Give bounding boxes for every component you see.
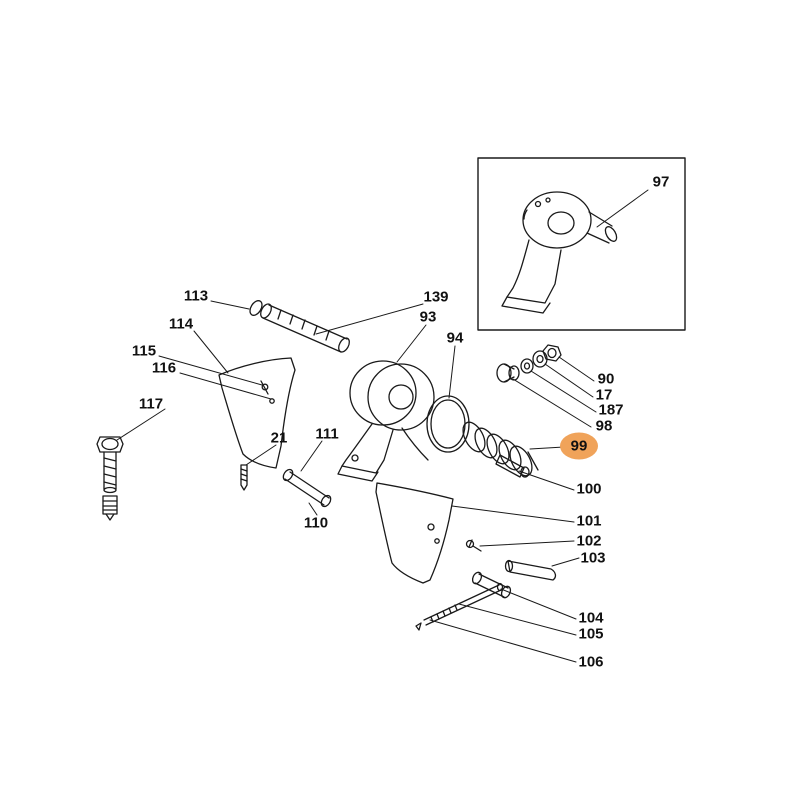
- part-100-pin: [495, 454, 530, 478]
- part-110-rod: [282, 468, 332, 508]
- part-label-105[interactable]: 105: [578, 625, 604, 643]
- part-114-plate: [218, 357, 296, 469]
- part-label-114[interactable]: 114: [168, 315, 194, 333]
- part-label-103[interactable]: 103: [580, 549, 606, 567]
- part-label-101[interactable]: 101: [576, 512, 602, 530]
- part-label-113[interactable]: 113: [183, 287, 209, 305]
- part-99-spring: [462, 421, 539, 477]
- part-label-104[interactable]: 104: [578, 609, 604, 627]
- part-label-106[interactable]: 106: [578, 653, 604, 671]
- part-label-99-highlighted[interactable]: 99: [560, 432, 598, 460]
- part-label-139[interactable]: 139: [423, 288, 449, 306]
- part-21-pin: [240, 464, 248, 491]
- part-117-bolt: [96, 436, 124, 521]
- part-label-17[interactable]: 17: [595, 386, 613, 404]
- part-98-sleeve: [496, 363, 520, 383]
- part-139-shaft: [260, 303, 350, 353]
- part-101-plate: [375, 482, 454, 584]
- part-93-housing: [337, 360, 435, 482]
- part-17-washer: [532, 350, 548, 368]
- part-label-116[interactable]: 116: [151, 359, 177, 377]
- part-label-115[interactable]: 115: [131, 342, 157, 360]
- part-label-111[interactable]: 111: [315, 425, 339, 443]
- part-97-bracket: [501, 191, 618, 314]
- part-label-90[interactable]: 90: [597, 370, 615, 388]
- part-label-94[interactable]: 94: [446, 329, 464, 347]
- part-90-nut: [542, 344, 562, 362]
- part-106-rod: [415, 582, 504, 631]
- part-label-93[interactable]: 93: [419, 308, 437, 326]
- part-label-117[interactable]: 117: [138, 395, 164, 413]
- part-label-98[interactable]: 98: [595, 417, 613, 435]
- part-label-21[interactable]: 21: [270, 429, 288, 447]
- part-label-187[interactable]: 187: [598, 401, 624, 419]
- part-102-screw: [465, 539, 482, 552]
- part-label-110[interactable]: 110: [303, 514, 329, 532]
- part-label-102[interactable]: 102: [576, 532, 602, 550]
- part-label-97[interactable]: 97: [652, 173, 670, 191]
- part-187-washer: [520, 358, 534, 374]
- part-label-100[interactable]: 100: [576, 480, 602, 498]
- part-94-oring: [426, 395, 470, 453]
- part-103-lever: [504, 559, 557, 581]
- leader-lines: [116, 189, 649, 663]
- part-113-clip: [249, 300, 263, 316]
- inset-box: [477, 157, 686, 331]
